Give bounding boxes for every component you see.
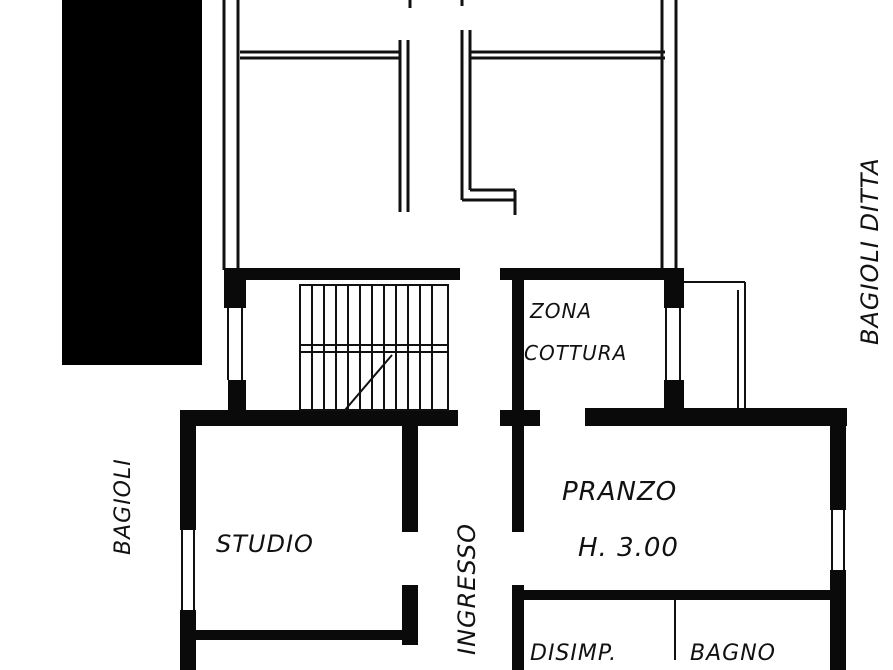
staircase (299, 284, 449, 411)
label-cottura: COTTURA (524, 341, 627, 365)
label-ingresso: INGRESSO (453, 523, 481, 655)
side-label-right: BAGIOLI DITTA (856, 157, 884, 345)
upper-frame-lines (222, 0, 678, 270)
label-zona: ZONA (529, 299, 592, 323)
label-pranzo: PRANZO (562, 477, 677, 507)
label-pranzo-height: H. 3.00 (578, 533, 679, 563)
black-block (62, 0, 202, 365)
label-bagno: BAGNO (690, 641, 776, 666)
thick-walls (180, 268, 847, 670)
side-label-left: BAGIOLI (111, 458, 136, 555)
label-disimpegno: DISIMP. (530, 641, 617, 666)
label-studio: STUDIO (216, 530, 314, 558)
window-lines (181, 281, 845, 660)
